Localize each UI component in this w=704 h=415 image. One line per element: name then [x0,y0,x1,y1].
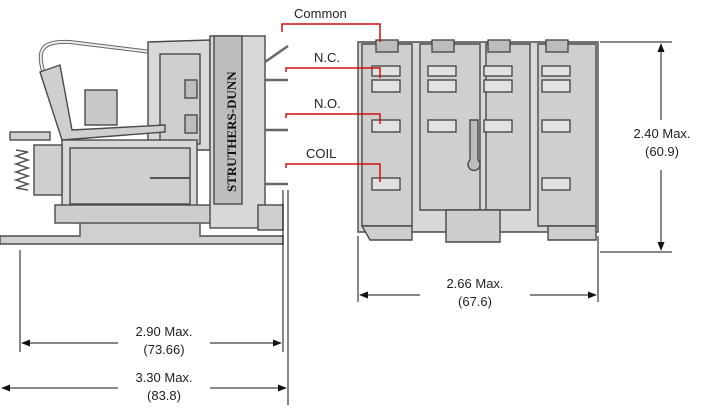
leader-nc [285,67,381,78]
leader-coil [285,163,381,182]
dim-height-metric: (60.9) [645,144,679,159]
dim-depth-total-metric: (83.8) [147,388,181,403]
relay-side-view [0,35,289,245]
dim-depth-body-label: 2.90 Max. [135,324,192,339]
front-feet [360,225,413,241]
dimension-lines [1,41,672,405]
label-common: Common [294,6,347,21]
dim-height-label: 2.40 Max. [633,126,690,141]
dim-depth-total-label: 3.30 Max. [135,370,192,385]
return-spring [13,149,31,191]
dim-depth-body-metric: (73.66) [143,342,184,357]
terminal-pins [264,44,289,186]
leader-common [281,23,381,42]
terminal-leaders [281,23,381,182]
side-base-plate [0,221,284,245]
dim-width-metric: (67.6) [458,294,492,309]
label-no: N.O. [314,96,341,111]
dim-width-label: 2.66 Max. [446,276,503,291]
leader-no [285,113,381,124]
label-nc: N.C. [314,50,340,65]
relay-front-view [357,39,599,243]
contact-clips [371,65,571,191]
brand-text: STRUTHERS-DUNN [224,71,239,192]
label-coil: COIL [306,146,336,161]
